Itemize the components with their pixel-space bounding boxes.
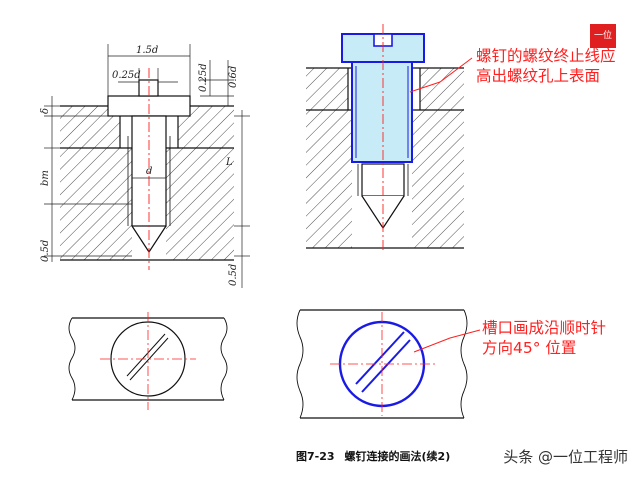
left-top-view xyxy=(68,312,228,410)
figure-caption: 图7-23 螺钉连接的画法(续2) xyxy=(296,448,450,464)
dim-0-25d-right: 0.25d xyxy=(198,63,209,92)
dim-0-25d-top: 0.25d xyxy=(112,70,141,81)
slot-note-leader xyxy=(413,329,481,353)
dim-0-5d-left: 0.5d xyxy=(40,240,51,262)
slot-note-line-2: 方向45° 位置 xyxy=(482,339,577,357)
brand-logo: 一位 xyxy=(590,24,616,48)
thread-note-line-2: 高出螺纹孔上表面 xyxy=(476,67,601,85)
right-plate-hatch xyxy=(306,68,464,248)
thread-note-line-1: 螺钉的螺纹终止线应 xyxy=(476,47,616,65)
plate-outlines xyxy=(60,79,234,261)
dim-1-5d: 1.5d xyxy=(136,45,158,56)
figure-number: 图7-23 xyxy=(296,450,335,463)
dimension-lines xyxy=(44,44,250,288)
right-top-view xyxy=(296,309,481,419)
slot-note: 槽口画成沿顺时针 方向45° 位置 xyxy=(482,318,606,358)
slot-note-line-1: 槽口画成沿顺时针 xyxy=(482,319,607,337)
dim-0-5d-right: 0.5d xyxy=(228,264,239,286)
thread-note-leader xyxy=(409,57,473,93)
dim-0-6d: 0.6d xyxy=(228,66,239,88)
dim-d: d xyxy=(146,166,152,177)
thread-note: 螺钉的螺纹终止线应 高出螺纹孔上表面 xyxy=(476,46,616,86)
dim-delta: δ xyxy=(40,108,51,114)
dim-L: L xyxy=(225,157,233,168)
source-watermark: 头条 @一位工程师 xyxy=(503,448,628,466)
figure-title: 螺钉连接的画法(续2) xyxy=(344,450,451,463)
dim-bm: bm xyxy=(40,170,51,186)
